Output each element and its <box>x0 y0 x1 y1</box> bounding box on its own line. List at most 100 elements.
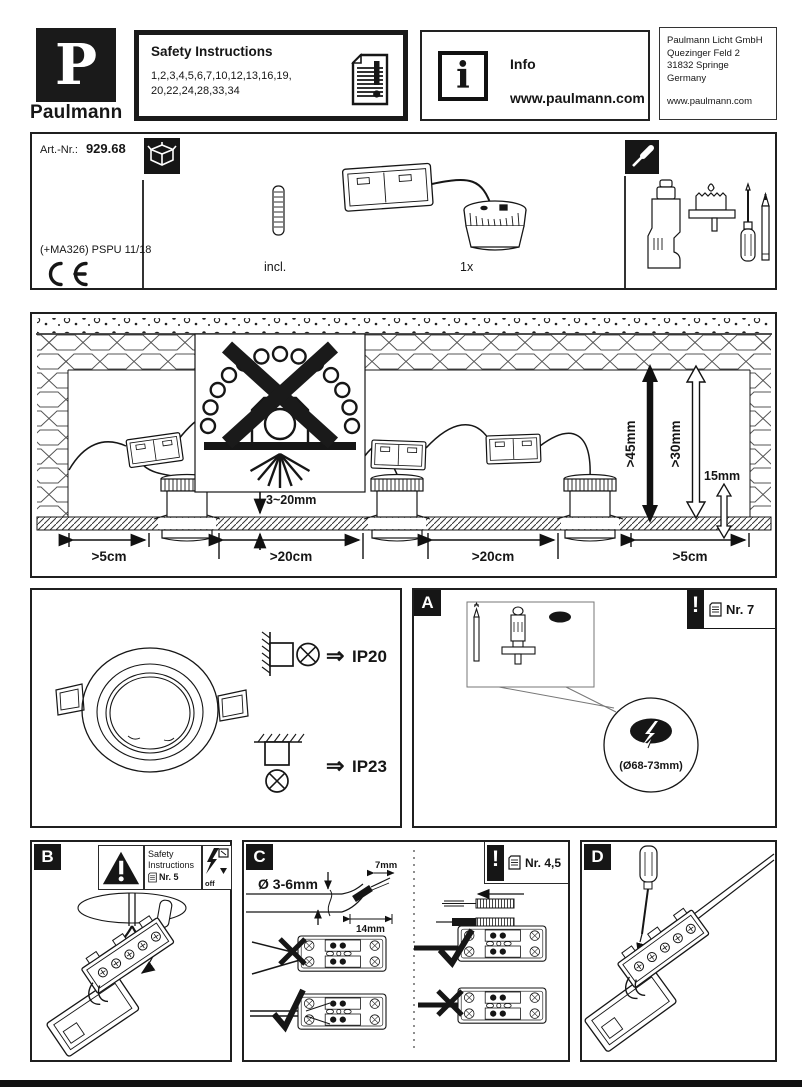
step-c-panel: C ! Nr. 4,5 <box>242 840 570 1062</box>
tools-inset-frame <box>466 601 595 688</box>
recessed-lamp <box>363 473 431 542</box>
address-line: Paulmann Licht GmbH <box>667 35 763 46</box>
ip23-label: IP23 <box>352 757 387 776</box>
ip23-ceiling-icon: ⇒ IP23 <box>254 733 387 793</box>
hole-saw-icon <box>688 183 736 232</box>
tools-illustration <box>647 179 770 269</box>
screwdriver-icon <box>636 845 658 953</box>
step-a-panel: A ! Nr. 7 <box>412 588 777 828</box>
batch-code: (+MA326) PSPU 11/18 <box>40 244 152 256</box>
warning-triangle-icon <box>102 851 140 884</box>
kit-contents-section: Art.-Nr.: 929.68 (+MA326) PSPU 11/18 <box>30 132 777 290</box>
power-off-cell: off <box>202 845 232 890</box>
step-c-tag: C <box>246 844 273 870</box>
address-line: 31832 Springe <box>667 60 729 71</box>
document-icon <box>148 872 157 883</box>
address-box: Paulmann Licht GmbH Quezinger Feld 2 318… <box>659 27 777 120</box>
safety-instructions-box: Safety Instructions 1,2,3,4,5,6,7,10,12,… <box>134 30 408 121</box>
leader-lines <box>498 686 617 713</box>
drilled-hole <box>549 611 571 623</box>
svg-text:15mm: 15mm <box>704 469 740 483</box>
safety-numbers: 1,2,3,4,5,6,7,10,12,13,16,19, 20,22,24,2… <box>151 70 292 97</box>
cross-icon <box>436 989 464 1017</box>
terminal-block <box>584 907 710 1052</box>
ceiling-hole <box>77 892 187 924</box>
correct-cable-entry <box>250 988 387 1033</box>
recessed-lamp <box>556 473 624 542</box>
dim-right-gap: >5cm <box>673 549 708 564</box>
info-box: i Info www.paulmann.com <box>420 30 650 121</box>
logo-letter: P <box>54 32 98 98</box>
cross-icon <box>278 937 307 966</box>
info-icon: i <box>438 51 488 101</box>
step-c-note: ! Nr. 4,5 <box>484 842 568 884</box>
logo-wordmark: Paulmann <box>30 102 123 123</box>
installation-clearance-diagram: 3~20mm >5cm >20cm >20cm >5cm <box>30 312 777 578</box>
ip20-label: IP20 <box>352 647 387 666</box>
strip-tip-label: 7mm <box>375 860 397 871</box>
insulation-layer <box>37 334 771 517</box>
dimension-min-above: >30mm <box>668 364 707 520</box>
safety-note-cell: Safety Instructions Nr. 5 <box>144 845 202 890</box>
document-icon <box>508 855 521 870</box>
hole-diameter-detail: (Ø68-73mm) <box>603 697 699 793</box>
step-d-tag: D <box>584 844 611 870</box>
step-b-panel: B Safety Instructions Nr. 5 <box>30 840 232 1062</box>
svg-text:3~20mm: 3~20mm <box>266 493 316 507</box>
hole-saw-drill-icon <box>501 606 536 665</box>
wire-ferrules <box>436 888 526 942</box>
dim-right-spacing: >20cm <box>472 549 514 564</box>
check-icon <box>437 928 475 968</box>
page-footer-bar <box>0 1080 802 1087</box>
dimension-min-height: >45mm <box>623 364 658 523</box>
light-rays <box>249 452 311 488</box>
warning-icon: ! <box>487 844 504 881</box>
pencil-icon <box>473 601 480 662</box>
package-icon <box>144 138 180 174</box>
warning-triangle-cell <box>98 845 144 890</box>
ip20-wall-icon: ⇒ IP20 <box>261 631 387 676</box>
info-label: Info <box>510 56 536 72</box>
mounting-ring-ip-section: ⇒ IP20 ⇒ IP23 <box>30 588 402 828</box>
implies-arrow: ⇒ <box>326 643 344 668</box>
terminal-block <box>46 915 175 1057</box>
step-a-note: ! Nr. 7 <box>687 589 775 629</box>
address-url: www.paulmann.com <box>667 96 753 107</box>
implies-arrow: ⇒ <box>326 753 344 778</box>
screwdriver-icon <box>740 182 756 262</box>
wall-plug-illustration <box>272 185 285 236</box>
paulmann-logo: P <box>36 28 116 102</box>
included-label: incl. <box>264 260 287 274</box>
wrong-cable-entry <box>251 935 387 975</box>
hole-diameter-label: (Ø68-73mm) <box>619 760 683 772</box>
mounting-ring-illustration <box>55 647 249 773</box>
document-icon <box>709 601 722 617</box>
dim-left-gap: >5cm <box>92 549 127 564</box>
cable-diameter-label: Ø 3-6mm <box>258 876 318 892</box>
step-b-tag: B <box>34 844 61 870</box>
strip-sheath-label: 14mm <box>356 924 385 935</box>
address-line: Germany <box>667 72 707 84</box>
step-d-panel: D <box>580 840 777 1062</box>
ce-mark <box>48 261 88 287</box>
divider <box>142 180 144 288</box>
dimension-recess: 15mm <box>704 469 740 540</box>
quantity-label: 1x <box>460 260 474 274</box>
pencil-icon <box>761 191 770 261</box>
cross-icon <box>221 341 339 449</box>
article-number: Art.-Nr.: 929.68 <box>40 141 126 156</box>
safety-title: Safety Instructions <box>151 44 273 59</box>
cable-stripping-diagram: Ø 3-6mm 7mm 14mm <box>246 860 397 935</box>
power-off-icon <box>206 848 229 874</box>
safety-document-icon <box>351 53 389 106</box>
check-icon <box>271 988 306 1033</box>
divider <box>624 176 626 288</box>
warning-icon: ! <box>687 589 704 629</box>
drill-icon <box>647 179 681 269</box>
correct-wire-insertion <box>414 925 547 968</box>
svg-text:>30mm: >30mm <box>668 421 683 468</box>
spotlight-product-illustration <box>341 162 527 251</box>
tools-required-icon <box>625 140 659 174</box>
svg-text:>45mm: >45mm <box>623 421 638 468</box>
